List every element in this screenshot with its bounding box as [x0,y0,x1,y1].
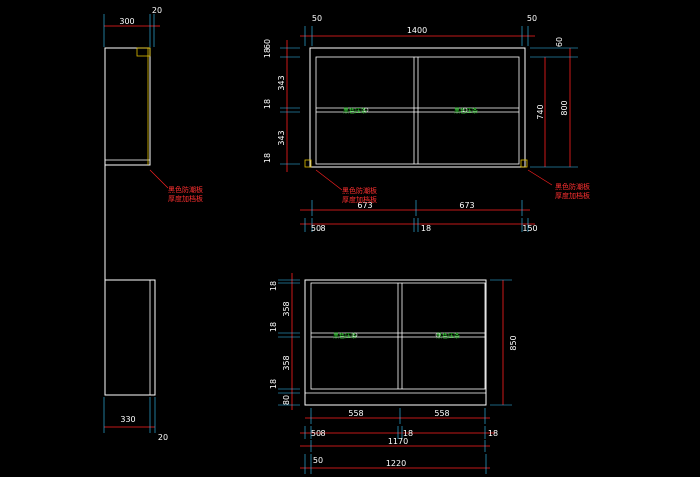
upper-h-0: 60 [263,39,272,49]
lower-left-sub-text: 50 [311,429,321,438]
upper-right-top-text: 60 [555,37,564,47]
upper-left-knob [363,107,369,113]
upper-note-right-leader [527,169,553,186]
upper-overall-width-text: 1400 [407,26,427,35]
lower-bay-1: 558 [434,409,449,418]
lower-right-knob [435,332,441,338]
upper-foot-left [304,159,312,168]
upper-overall-height-text: 800 [560,100,569,115]
upper-bay-1: 673 [459,201,474,210]
upper-note-right-line2: 厚度加档板 [555,191,590,200]
lower-right-divider-text: 18 [488,429,498,438]
lower-left-sub2-text: 8 [320,429,325,438]
upper-right-handle-label: 黑色压条 [454,107,478,115]
upper-note-left-leader [315,169,343,191]
upper-right-offset-text: 50 [527,14,537,23]
upper-note-left-line1: 黑色防潮板 [342,186,377,195]
upper-note-left-line2: 厚度加档板 [342,195,377,204]
lower-left-knob [352,332,358,338]
lower-inner-width-text: 1170 [388,437,408,446]
upper-h-1: 18 [263,48,272,58]
lower-h-1: 358 [282,301,291,316]
lower-overall-left-text: 50 [313,456,323,465]
upper-h-5: 18 [263,153,272,163]
side-lower-panel [104,279,156,396]
side-note-leader [149,169,169,189]
lower-outer-frame [304,279,487,406]
upper-outer-frame [309,47,526,168]
lower-left-handle-label: 黑色压条 [333,332,357,340]
lower-h-0: 18 [269,281,278,291]
side-note-line1: 黑色防潮板 [168,185,203,194]
upper-h-3: 18 [263,99,272,109]
side-top-gap-text: 20 [152,6,162,15]
upper-h-4: 343 [277,130,286,145]
upper-inner-frame [315,56,520,165]
side-bottom-gap-text: 20 [158,433,168,442]
upper-bottom-left-sub-text: 8 [320,224,325,233]
lower-h-2: 18 [269,322,278,332]
side-upper-panel [104,47,151,166]
upper-inner-height-text: 740 [536,104,545,119]
lower-h-5: 80 [282,395,291,405]
side-view: 300 20 330 20 黑色防潮板 厚度加档板 [103,6,203,442]
upper-bay-0: 673 [357,201,372,210]
side-upper-top-rail [136,47,151,57]
lower-right-handle-label: 黑色压条 [436,332,460,340]
upper-bottom-right-text: 150 [522,224,537,233]
lower-overall-height-text: 850 [509,335,518,350]
lower-h-4: 18 [269,379,278,389]
side-note-line2: 厚度加档板 [168,194,203,203]
upper-right-knob [462,107,468,113]
upper-mid-divider-text: 18 [421,224,431,233]
lower-bay-0: 558 [348,409,363,418]
lower-mid-divider-text: 18 [403,429,413,438]
upper-note-right-line1: 黑色防潮板 [555,182,590,191]
side-top-width-text: 300 [119,17,134,26]
lower-h-3: 358 [282,355,291,370]
side-bottom-width-text: 330 [120,415,135,424]
upper-h-2: 343 [277,75,286,90]
upper-bottom-left-text: 50 [311,224,321,233]
lower-cabinet: 黑色压条 黑色压条 18 358 18 358 18 80 850 558 55… [269,273,518,474]
lower-overall-width-text: 1220 [386,459,406,468]
upper-left-handle-label: 黑色压条 [343,107,367,115]
upper-left-offset-text: 50 [312,14,322,23]
upper-foot-right [520,159,528,168]
upper-cabinet: 黑色压条 黑色压条 50 1400 50 60 18 343 18 343 18… [263,14,590,233]
